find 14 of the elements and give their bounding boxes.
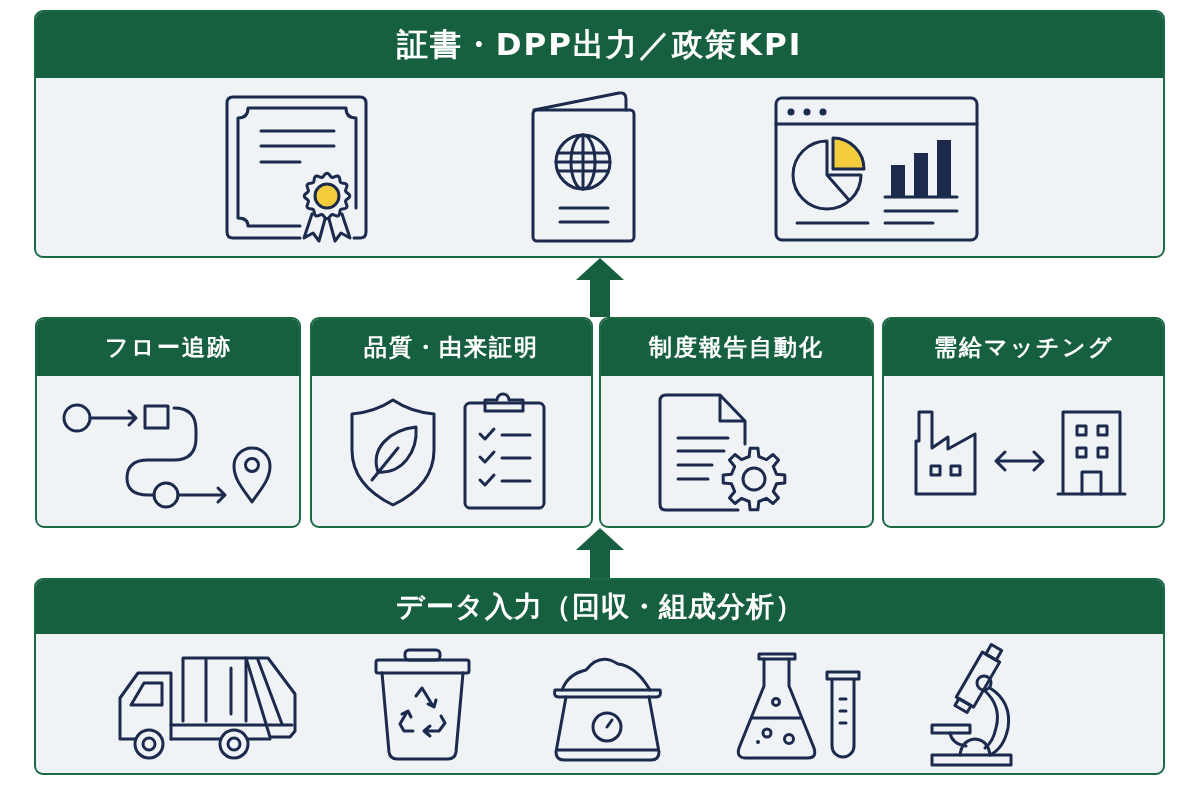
card-title: 需給マッチング [933, 334, 1114, 361]
arrow [576, 528, 624, 578]
layer-panel [34, 578, 1165, 775]
card-title: 品質・由来証明 [364, 334, 539, 361]
panel-title: 証書・DPP出力／政策KPI [396, 27, 803, 63]
feature-card [882, 317, 1165, 528]
panel-title: データ入力（回収・組成分析） [395, 590, 804, 624]
arrow [576, 258, 624, 317]
feature-card [35, 317, 301, 528]
feature-card [310, 317, 593, 528]
card-title: 制度報告自動化 [649, 334, 824, 361]
layer-panel [34, 10, 1165, 258]
card-title: フロー追跡 [104, 334, 232, 361]
feature-card [599, 317, 874, 528]
